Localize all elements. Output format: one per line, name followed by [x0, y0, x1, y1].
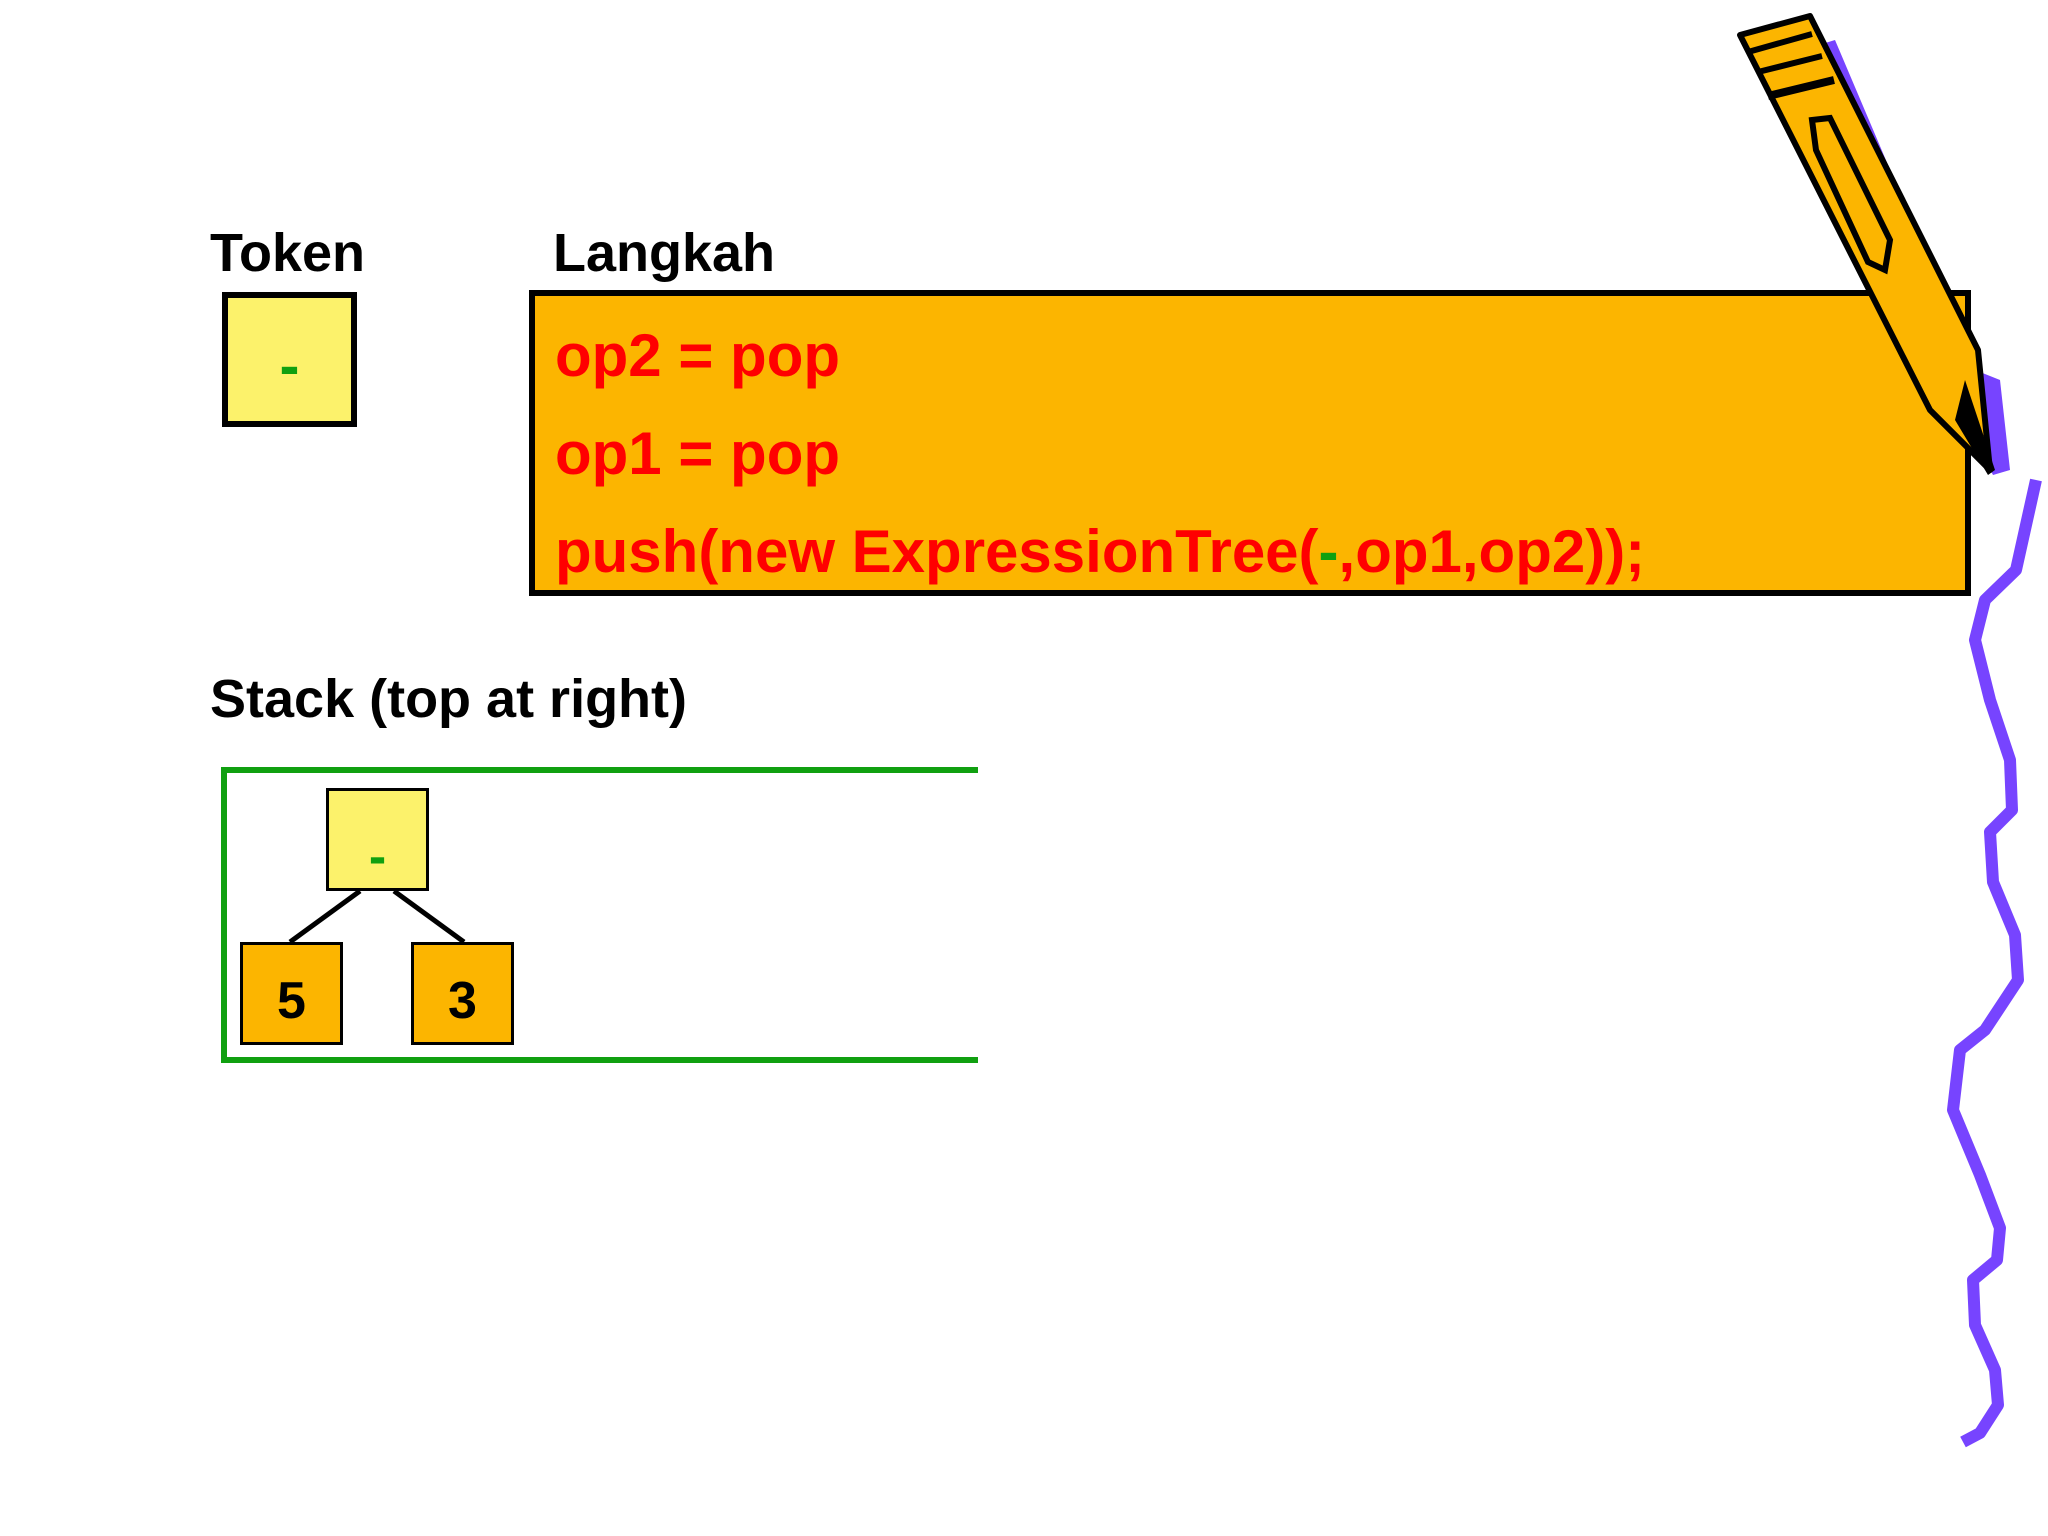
- step-heading: Langkah: [553, 223, 776, 283]
- tree-node-right: 3: [411, 942, 514, 1045]
- tree-edge-left: [288, 888, 362, 945]
- stack-border: [221, 767, 978, 1063]
- tree-node-root-label: -: [368, 828, 387, 886]
- tree-edge-right: [392, 888, 466, 945]
- tree-node-left-label: 5: [277, 972, 306, 1030]
- tree-node-left: 5: [240, 942, 343, 1045]
- step-line-pop-op2: op2 = pop: [555, 322, 840, 389]
- token-box: -: [222, 292, 357, 427]
- pencil-tip: [1955, 380, 1995, 475]
- push-operator: -: [1318, 518, 1339, 585]
- step-line-push: push(new ExpressionTree(-,op1,op2));: [555, 522, 1645, 582]
- pencil-highlight: [1808, 114, 1894, 275]
- tree-node-root: -: [326, 788, 429, 891]
- step-box: op2 = pop op1 = pop push(new ExpressionT…: [529, 290, 1971, 596]
- stack-heading: Stack (top at right): [210, 669, 688, 729]
- squiggle-line: [1947, 478, 2042, 1448]
- token-value: -: [279, 332, 300, 399]
- pencil-band-1: [1747, 31, 1813, 55]
- tree-node-right-label: 3: [448, 972, 477, 1030]
- token-heading: Token: [210, 223, 366, 283]
- pencil-body: [1737, 13, 1993, 473]
- push-suffix: ,op1,op2));: [1338, 518, 1646, 585]
- step-line-pop-op1: op1 = pop: [555, 420, 840, 487]
- pencil-band-3: [1767, 76, 1835, 100]
- pencil-band-2: [1757, 53, 1823, 75]
- push-prefix: push(new ExpressionTree(: [555, 518, 1319, 585]
